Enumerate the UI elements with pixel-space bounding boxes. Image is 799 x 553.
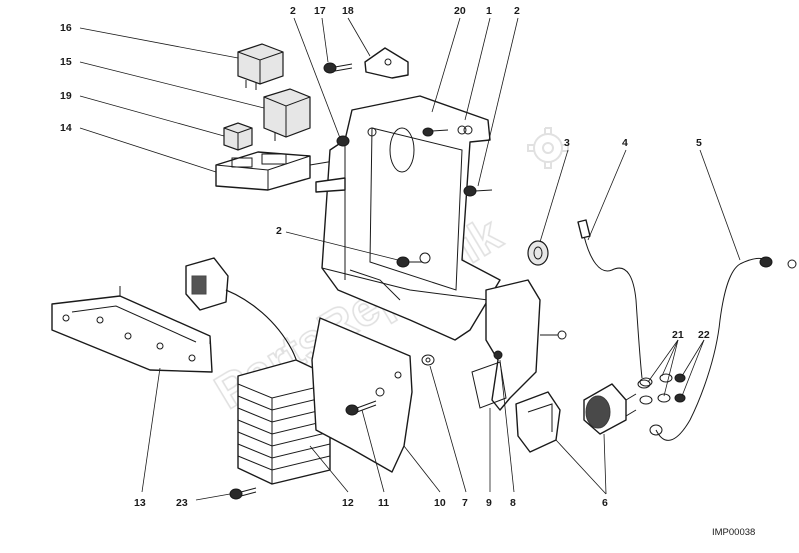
callout-21: 21 (672, 329, 684, 341)
screw-23 (229, 487, 257, 500)
callout-2-lower: 2 (276, 225, 282, 237)
callout-16: 16 (60, 22, 72, 34)
bolt-17 (323, 62, 353, 74)
relay-19 (223, 122, 253, 151)
callout-12: 12 (342, 497, 354, 509)
battery-cable-5 (649, 256, 797, 441)
rubber-mount-6 (515, 391, 561, 453)
main-frame-1 (315, 95, 501, 341)
nuts-washers-21-22 (639, 373, 686, 405)
relay-15 (263, 88, 311, 141)
bracket-18 (364, 47, 409, 79)
bolt-2-right (463, 185, 493, 197)
ground-cable-4 (577, 219, 651, 389)
callout-14: 14 (60, 122, 72, 134)
screw-11 (345, 400, 377, 416)
callout-1: 1 (486, 5, 492, 17)
cover-plate-10 (311, 317, 413, 473)
callout-18: 18 (342, 5, 354, 17)
watermark-gear-icon (527, 127, 569, 169)
callout-8: 8 (510, 497, 516, 509)
callout-13: 13 (134, 497, 146, 509)
callout-10: 10 (434, 497, 446, 509)
callout-20: 20 (454, 5, 466, 17)
bolt-2-upper (336, 135, 350, 147)
callout-15: 15 (60, 56, 72, 68)
callout-23: 23 (176, 497, 188, 509)
washer-7 (421, 354, 435, 366)
bolt-20 (422, 125, 467, 137)
grommet-3 (527, 240, 549, 266)
callout-22: 22 (698, 329, 710, 341)
callout-17: 17 (314, 5, 326, 17)
callout-2-right: 2 (514, 5, 520, 17)
callout-4: 4 (622, 137, 628, 149)
callout-11: 11 (378, 497, 389, 509)
relay-16 (237, 43, 284, 90)
mounting-plate-13 (51, 286, 213, 373)
callout-labels: 16 15 19 14 2 17 18 20 1 2 3 4 5 2 21 22… (60, 5, 710, 509)
fuse-box-14 (215, 151, 341, 191)
callout-5: 5 (696, 137, 702, 149)
bolt-2-lower (396, 256, 422, 268)
callout-9: 9 (486, 497, 492, 509)
voltage-regulator-12 (237, 359, 331, 485)
callout-7: 7 (462, 497, 468, 509)
side-bracket (471, 279, 567, 411)
leader-lines (79, 17, 741, 501)
callout-3: 3 (564, 137, 570, 149)
callout-19: 19 (60, 90, 72, 102)
image-code: IMP00038 (712, 527, 755, 538)
callout-2-top: 2 (290, 5, 296, 17)
callout-6: 6 (602, 497, 608, 509)
starter-solenoid (583, 383, 637, 435)
